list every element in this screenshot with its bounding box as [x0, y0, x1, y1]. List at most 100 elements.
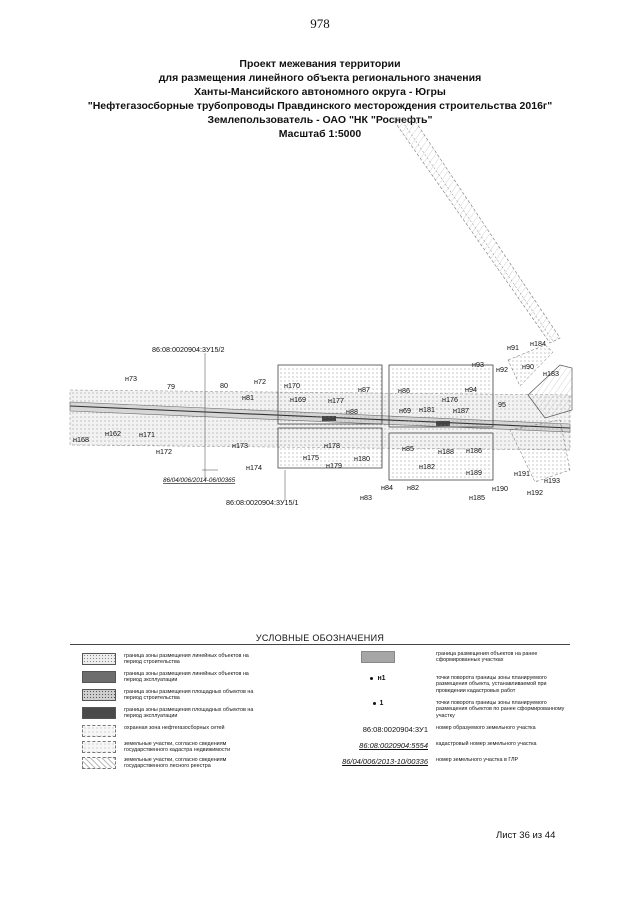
point-label: н171 — [139, 430, 155, 439]
point-label: н72 — [254, 377, 266, 386]
point-label: н83 — [360, 493, 372, 502]
point-label: 79 — [167, 382, 175, 391]
leader-lines — [202, 353, 286, 500]
point-label: н182 — [419, 462, 435, 471]
title-line-5: Землепользователь - ОАО "НК "Роснефть" — [207, 114, 433, 126]
legend-item: граница размещения объектов на ранее сфо… — [328, 651, 576, 664]
legend-item: охранная зона нефтегазосборных сетей — [82, 725, 264, 737]
point-label: н170 — [284, 381, 300, 390]
point-label: н178 — [324, 441, 340, 450]
parcel-number-top: 86:08:0020904:3У15/2 — [152, 345, 225, 354]
legend-text: земельные участки, согласно сведениям го… — [124, 757, 227, 770]
legend: УСЛОВНЫЕ ОБОЗНАЧЕНИЯ граница зоны размещ… — [70, 633, 570, 783]
point-label: н85 — [402, 444, 414, 453]
legend-text: граница зоны размещения линейных объекто… — [124, 671, 249, 684]
point-label: н189 — [466, 468, 482, 477]
point-label: н181 — [419, 405, 435, 414]
point-label: н169 — [290, 395, 306, 404]
parcels — [277, 344, 573, 483]
legend-item: н1 точки поворота границы зоны планируем… — [328, 675, 576, 694]
legend-swatch — [82, 707, 116, 719]
point-label: н93 — [472, 360, 484, 369]
legend-text: граница зоны размещения площадных объект… — [124, 689, 254, 702]
point-label: н186 — [466, 446, 482, 455]
point-label: н175 — [303, 453, 319, 462]
point-label: н82 — [407, 483, 419, 492]
point-label: н69 — [399, 406, 411, 415]
point-label: н174 — [246, 463, 262, 472]
legend-item: 86/04/006/2013-10/00336 номер земельного… — [328, 757, 576, 766]
point-label: н193 — [544, 476, 560, 485]
point-label: н176 — [442, 395, 458, 404]
point-label: н91 — [507, 343, 519, 352]
legend-item: граница зоны размещения линейных объекто… — [82, 671, 264, 684]
point-label: н81 — [242, 393, 254, 402]
marker-label: н1 — [377, 675, 386, 682]
legend-text: номер земельного участка в ГЛР — [436, 757, 519, 763]
title-line-4: "Нефтегазосборные трубопроводы Правдинск… — [87, 100, 553, 112]
legend-swatch — [82, 757, 116, 769]
point-label: н184 — [530, 339, 546, 348]
point-label: н92 — [496, 365, 508, 374]
legend-text: граница зоны размещения площадных объект… — [124, 707, 254, 720]
legend-swatch — [82, 741, 116, 753]
marker-label: 1 — [379, 700, 384, 707]
legend-swatch — [82, 671, 116, 683]
legend-item: 86:08:0020904:3У1 номер образуемого земе… — [328, 725, 576, 734]
legend-text: кадастровый номер земельного участка — [436, 741, 537, 747]
point-label: 95 — [498, 400, 506, 409]
legend-text: точки поворота границы зоны планируемого… — [436, 675, 547, 694]
point-label: н172 — [156, 447, 172, 456]
turn-point-marker: н1 — [328, 675, 428, 682]
forest-register-number: 86/04/006/2014-06/00365 — [163, 477, 236, 484]
point-label: 80 — [220, 381, 228, 390]
legend-text: земельные участки, согласно сведениям го… — [124, 741, 231, 754]
point-label: н179 — [326, 461, 342, 470]
point-label: н187 — [453, 406, 469, 415]
title-block: Проект межевания территории для размещен… — [60, 57, 580, 141]
legend-item: граница зоны размещения площадных объект… — [82, 707, 264, 720]
diagonal-corridor — [391, 117, 561, 344]
parcel-number-bottom: 86:08:0020904:3У15/1 — [226, 498, 299, 507]
page-number: 978 — [310, 16, 330, 31]
point-label: н192 — [527, 488, 543, 497]
legend-text: граница зоны размещения линейных объекто… — [124, 653, 249, 666]
legend-item: земельные участки, согласно сведениям го… — [82, 757, 264, 770]
title-line-3: Ханты-Мансийского автономного округа - Ю… — [194, 86, 446, 98]
legend-text: охранная зона нефтегазосборных сетей — [124, 725, 225, 731]
point-label: н86 — [398, 386, 410, 395]
legend-item: граница зоны размещения площадных объект… — [82, 689, 264, 702]
legend-heading: УСЛОВНЫЕ ОБОЗНАЧЕНИЯ — [70, 633, 570, 645]
legend-register-number: 86/04/006/2013-10/00336 — [342, 757, 428, 766]
legend-swatch — [82, 689, 116, 701]
turn-point-marker: 1 — [328, 700, 428, 707]
point-label: н87 — [358, 385, 370, 394]
point-label: н90 — [522, 362, 534, 371]
point-label: н183 — [543, 369, 559, 378]
point-label: н180 — [354, 454, 370, 463]
legend-item: земельные участки, согласно сведениям го… — [82, 741, 264, 754]
legend-item: 1 точки поворота границы зоны планируемо… — [328, 700, 576, 719]
legend-item: 86:08:0020904:5554 кадастровый номер зем… — [328, 741, 576, 750]
point-label: н94 — [465, 385, 477, 394]
point-label: н162 — [105, 429, 121, 438]
point-label: н173 — [232, 441, 248, 450]
title-scale: Масштаб 1:5000 — [278, 128, 362, 140]
point-label: н190 — [492, 484, 508, 493]
point-label: н188 — [438, 447, 454, 456]
map-labels: 86:08:0020904:3У15/2 86:08:0020904:3У15/… — [73, 339, 560, 507]
legend-swatch — [82, 725, 116, 737]
point-label: н88 — [346, 407, 358, 416]
legend-text: граница размещения объектов на ранее сфо… — [436, 651, 538, 664]
point-label: н185 — [469, 493, 485, 502]
point-label: н168 — [73, 435, 89, 444]
legend-swatch — [82, 653, 116, 665]
point-label: н191 — [514, 469, 530, 478]
title-line-1: Проект межевания территории — [239, 58, 401, 70]
legend-text: точки поворота границы зоны планируемого… — [436, 700, 565, 719]
legend-parcel-number: 86:08:0020904:3У1 — [362, 725, 428, 734]
point-label: н177 — [328, 396, 344, 405]
point-label: н84 — [381, 483, 393, 492]
legend-text: номер образуемого земельного участка — [436, 725, 536, 731]
sheet-number: Лист 36 из 44 — [496, 830, 556, 841]
